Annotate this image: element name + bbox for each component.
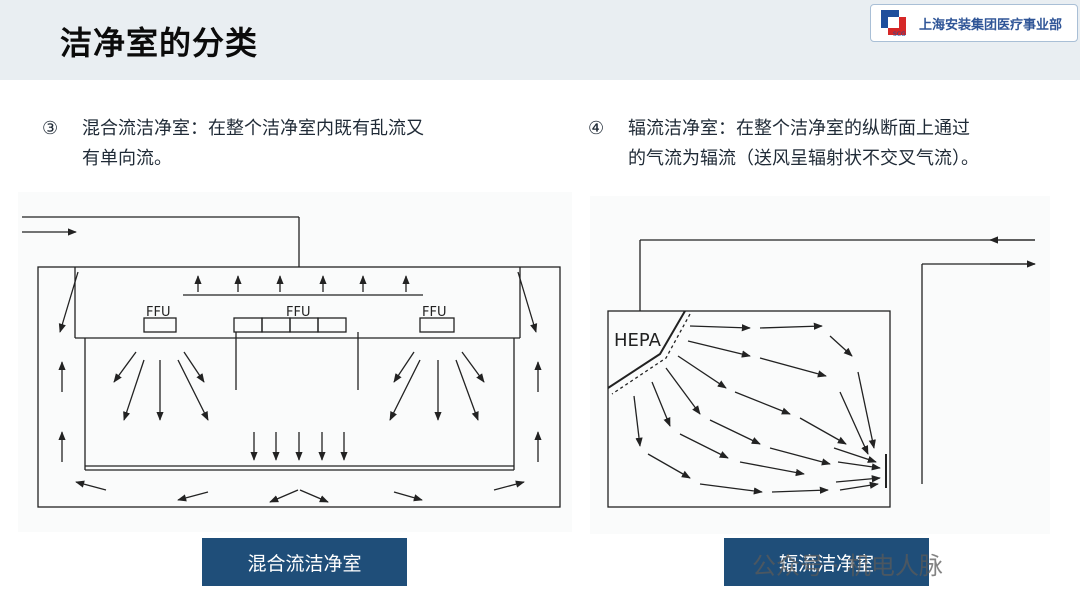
ffu-label-center: FFU bbox=[286, 305, 310, 320]
mixed-flow-text-line2: 有单向流。 bbox=[82, 148, 172, 169]
hepa-label: HEPA bbox=[614, 330, 662, 351]
scg-logo-icon: SCG bbox=[881, 10, 906, 38]
company-name: 上海安装集团医疗事业部 bbox=[919, 18, 1063, 33]
mixed-flow-caption: 混合流洁净室 bbox=[202, 538, 407, 586]
ffu-label-right: FFU bbox=[422, 305, 446, 320]
radial-flow-caption: 辐流洁净室 bbox=[724, 538, 929, 586]
company-logo: SCG 上海安装集团医疗事业部 bbox=[870, 4, 1078, 42]
radial-flow-text-line2: 的气流为辐流（送风呈辐射状不交叉气流）。 bbox=[628, 148, 979, 169]
radial-flow-drawing: HEPA bbox=[607, 236, 1036, 508]
logo-abbr: SCG bbox=[893, 31, 906, 38]
ffu-label-left: FFU bbox=[146, 305, 170, 320]
watermark: 公众号 · 机电人脉 bbox=[752, 552, 943, 580]
mixed-flow-drawing: FFU FFU FFU bbox=[22, 216, 561, 508]
radial-flow-text-line1: 辐流洁净室：在整个洁净室的纵断面上通过 bbox=[628, 118, 970, 139]
radial-flow-diagram: HEPA bbox=[590, 196, 1050, 534]
item-number-4: ④ bbox=[588, 118, 605, 139]
radial-flow-description: ④ 辐流洁净室：在整个洁净室的纵断面上通过 的气流为辐流（送风呈辐射状不交叉气流）… bbox=[588, 114, 979, 174]
mixed-flow-diagram: FFU FFU FFU bbox=[18, 192, 572, 532]
mixed-flow-description: ③ 混合流洁净室：在整个洁净室内既有乱流又 有单向流。 bbox=[42, 114, 424, 174]
page-title: 洁净室的分类 bbox=[60, 24, 259, 62]
mixed-flow-text-line1: 混合流洁净室：在整个洁净室内既有乱流又 bbox=[82, 118, 424, 139]
item-number-3: ③ bbox=[42, 118, 59, 139]
